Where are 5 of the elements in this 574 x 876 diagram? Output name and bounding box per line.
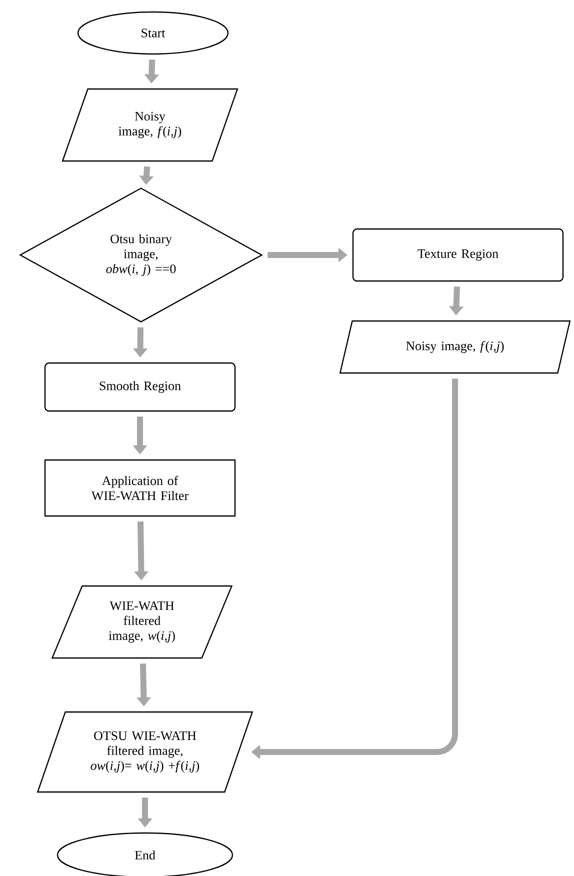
process-box: Texture Region [352,228,564,282]
end-terminal: End [56,832,234,876]
start-terminal: Start [77,11,229,55]
process-box: Application of WIE-WATH Filter [44,459,236,517]
process-box: Smooth Region [44,362,236,412]
